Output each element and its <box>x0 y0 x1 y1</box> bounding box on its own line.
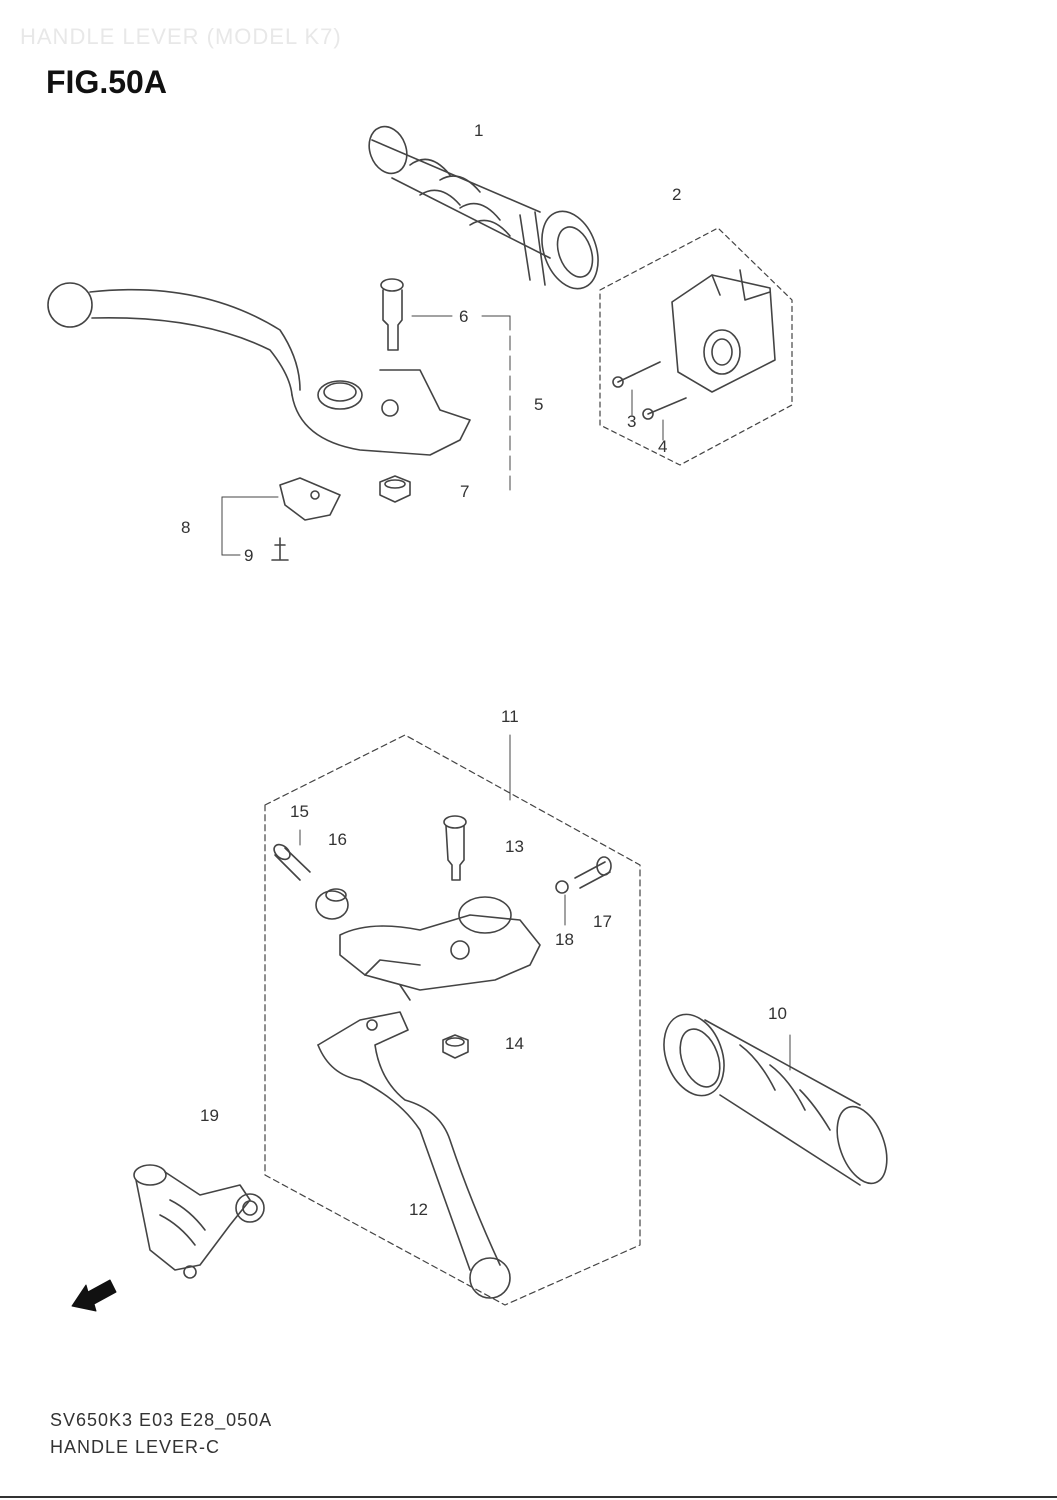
pivot-bolt-part-6 <box>380 278 511 351</box>
lever-holder-body <box>339 896 541 991</box>
switch-part-19 <box>133 1164 265 1279</box>
screw-part-9 <box>221 537 289 561</box>
switch-housing-part-2 <box>671 269 776 393</box>
forward-direction-arrow-icon <box>71 1279 117 1312</box>
callout-7: 7 <box>460 482 470 501</box>
clutch-lever-part-12 <box>317 984 511 1299</box>
screw-part-4 <box>642 397 687 441</box>
nut-part-7 <box>379 475 411 503</box>
callout-13: 13 <box>505 837 524 856</box>
callout-14: 14 <box>505 1034 524 1053</box>
watermark-title: HANDLE LEVER (MODEL K7) <box>20 24 342 49</box>
screw-part-15 <box>273 829 311 881</box>
nut-part-14 <box>442 1034 469 1059</box>
callout-5: 5 <box>534 395 544 414</box>
callout-4: 4 <box>658 437 668 456</box>
callout-9: 9 <box>244 546 254 565</box>
figure-title: FIG.50A <box>46 64 167 100</box>
callout-18: 18 <box>555 930 574 949</box>
pivot-bolt-part-13 <box>443 815 467 881</box>
cap-part-16 <box>315 888 349 920</box>
diagram-caption: HANDLE LEVER-C <box>50 1437 221 1457</box>
handlebar-grip-part-10 <box>663 1013 888 1186</box>
bottom-rule <box>0 1496 1057 1498</box>
bracket-part-8 <box>221 477 341 556</box>
callout-19: 19 <box>200 1106 219 1125</box>
callout-15: 15 <box>290 802 309 821</box>
screw-part-3 <box>612 361 661 416</box>
callout-3: 3 <box>627 412 637 431</box>
callout-12: 12 <box>409 1200 428 1219</box>
part-11-group-outline <box>264 734 641 1306</box>
brake-lever-assembly <box>47 282 471 456</box>
callout-1: 1 <box>474 121 484 140</box>
callout-10: 10 <box>768 1004 787 1023</box>
callout-2: 2 <box>672 185 682 204</box>
callout-11: 11 <box>501 707 519 726</box>
diagram-code: SV650K3 E03 E28_050A <box>50 1410 273 1430</box>
washer-part-18 <box>555 880 569 926</box>
callout-16: 16 <box>328 830 347 849</box>
callout-8: 8 <box>181 518 191 537</box>
callout-17: 17 <box>593 912 612 931</box>
part-2-group-outline <box>599 227 793 466</box>
screw-part-17 <box>574 856 612 889</box>
throttle-grip-part-1 <box>368 125 599 290</box>
callout-6: 6 <box>459 307 469 326</box>
